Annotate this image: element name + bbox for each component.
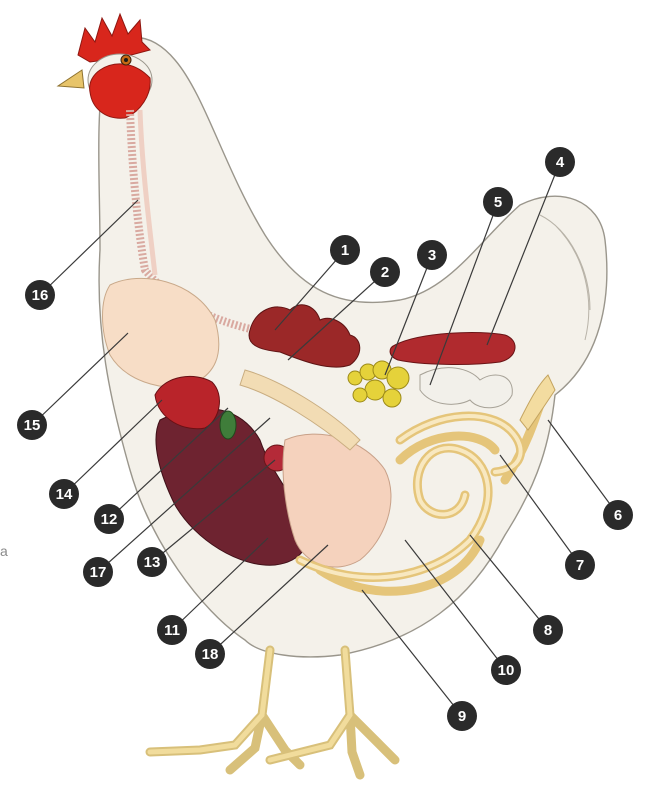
callout-label: 8: [544, 622, 552, 639]
callout-label: 1: [341, 242, 349, 259]
callout-label: 5: [494, 194, 502, 211]
callout-2: 2: [370, 257, 400, 287]
callout-label: 11: [164, 622, 180, 639]
callout-17: 17: [83, 557, 113, 587]
callout-label: 14: [56, 486, 73, 503]
callout-label: 7: [576, 557, 584, 574]
callout-label: 9: [458, 708, 466, 725]
callout-16: 16: [25, 280, 55, 310]
callout-label: 18: [202, 646, 219, 663]
callout-label: 17: [90, 564, 107, 581]
callout-11: 11: [157, 615, 187, 645]
callout-label: 13: [144, 554, 161, 571]
callout-9: 9: [447, 701, 477, 731]
side-text-fragment: a: [0, 543, 8, 559]
callout-label: 15: [24, 417, 41, 434]
callout-13: 13: [137, 547, 167, 577]
callout-label: 2: [381, 264, 389, 281]
callout-label: 4: [556, 154, 565, 171]
callout-12: 12: [94, 504, 124, 534]
callout-6: 6: [603, 500, 633, 530]
callout-18: 18: [195, 639, 225, 669]
callout-15: 15: [17, 410, 47, 440]
callout-1: 1: [330, 235, 360, 265]
callout-8: 8: [533, 615, 563, 645]
callout-3: 3: [417, 240, 447, 270]
callout-14: 14: [49, 479, 79, 509]
callout-5: 5: [483, 187, 513, 217]
callout-label: 6: [614, 507, 622, 524]
callout-7: 7: [565, 550, 595, 580]
callout-4: 4: [545, 147, 575, 177]
callout-label: 10: [498, 662, 515, 679]
callout-label: 16: [32, 287, 49, 304]
callout-label: 3: [428, 247, 436, 264]
callout-label: 12: [101, 511, 118, 528]
callout-10: 10: [491, 655, 521, 685]
